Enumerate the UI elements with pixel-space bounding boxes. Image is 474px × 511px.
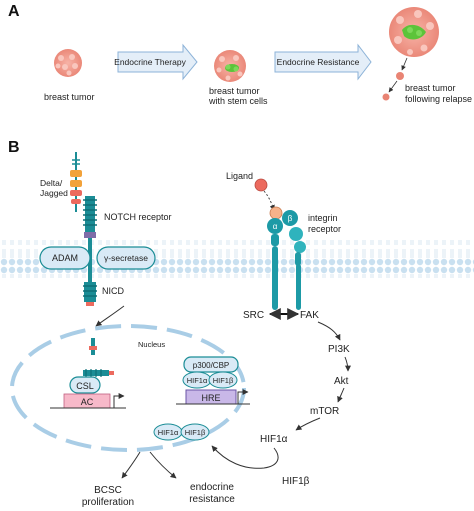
pi3k-label: PI3K bbox=[328, 344, 350, 355]
nicd-nuclear bbox=[89, 338, 97, 355]
stage2-label-line1: breast tumor bbox=[209, 86, 260, 96]
nicd-translocation-arrow bbox=[95, 305, 125, 327]
hif-hre-complex: p300/CBP HIF1α HIF1β HRE bbox=[176, 356, 250, 405]
akt-label: Akt bbox=[334, 376, 349, 387]
src-label: SRC bbox=[243, 310, 264, 321]
panel-b-letter: B bbox=[8, 139, 20, 156]
integrin-alpha-label: α bbox=[273, 222, 278, 231]
nucleus-envelope bbox=[10, 324, 246, 452]
notch-receptor-label: NOTCH receptor bbox=[104, 212, 172, 222]
adam-enzyme: ADAM bbox=[39, 246, 91, 270]
hre-label: HRE bbox=[201, 393, 220, 403]
integrin-receptor: α β bbox=[267, 206, 306, 310]
nicd-label: NICD bbox=[102, 286, 124, 296]
nucleus-label: Nucleus bbox=[138, 340, 165, 349]
panel-a-letter: A bbox=[8, 3, 20, 20]
endocrine-resistance-arrow: Endocrine Resistance bbox=[274, 43, 372, 81]
resistance-line2: resistance bbox=[189, 494, 235, 505]
gamma-secretase-enzyme: γ-secretase bbox=[96, 246, 156, 270]
arrow-to-resistance bbox=[149, 451, 177, 479]
stage2-label-line2: with stem cells bbox=[208, 96, 268, 106]
hif1a-free-label: HIF1α bbox=[158, 428, 179, 437]
gamma-secretase-label: γ-secretase bbox=[104, 253, 148, 263]
csl-ac-complex: CSL AC bbox=[50, 369, 126, 409]
hif1b-cyto-label: HIF1β bbox=[282, 476, 310, 487]
hif1b-join-line bbox=[211, 445, 279, 469]
endocrine-therapy-arrow: Endocrine Therapy bbox=[114, 43, 198, 81]
ligand-label: Ligand bbox=[226, 171, 253, 181]
arrow-mtor-hif1a bbox=[295, 417, 321, 431]
p300-label: p300/CBP bbox=[193, 361, 229, 370]
fak-label: FAK bbox=[300, 310, 319, 321]
bcsc-line1: BCSC bbox=[94, 485, 122, 496]
delta-jagged-line2: Jagged bbox=[40, 188, 68, 198]
bcsc-line2: proliferation bbox=[82, 497, 134, 508]
hif1b-free-label: HIF1β bbox=[185, 428, 206, 437]
arrow-pi3k-akt bbox=[344, 356, 351, 372]
integrin-line2: receptor bbox=[308, 224, 341, 234]
stage3-label-line2: following relapse bbox=[405, 94, 472, 104]
tumor-cluster-1 bbox=[54, 49, 82, 77]
arrow2-label: Endocrine Resistance bbox=[277, 57, 360, 67]
integrin-beta-label: β bbox=[288, 214, 293, 223]
stage3-label-line1: breast tumor bbox=[405, 83, 456, 93]
adam-label: ADAM bbox=[52, 253, 78, 263]
mtor-label: mTOR bbox=[310, 406, 339, 417]
integrin-line1: integrin bbox=[308, 213, 338, 223]
tumor-cluster-3 bbox=[382, 7, 439, 101]
stage1-label: breast tumor bbox=[44, 92, 95, 102]
hif1b-nuclear-label: HIF1β bbox=[213, 376, 234, 385]
arrow1-label: Endocrine Therapy bbox=[114, 57, 186, 67]
hif1a-cyto-label: HIF1α bbox=[260, 434, 288, 445]
ac-label: AC bbox=[81, 397, 94, 407]
arrow-to-bcsc bbox=[121, 451, 141, 479]
tumor-cluster-2 bbox=[214, 50, 246, 82]
resistance-line1: endocrine bbox=[190, 482, 234, 493]
hif-dimer-nuclear: HIF1α HIF1β bbox=[153, 423, 210, 441]
ligand-molecule bbox=[254, 178, 275, 211]
delta-jagged-line1: Delta/ bbox=[40, 178, 63, 188]
hif1a-nuclear-label: HIF1α bbox=[187, 376, 208, 385]
delta-jagged-ligand bbox=[70, 152, 82, 212]
arrow-fak-pi3k bbox=[317, 321, 341, 341]
arrow-akt-mtor bbox=[337, 387, 345, 403]
csl-label: CSL bbox=[76, 381, 94, 391]
